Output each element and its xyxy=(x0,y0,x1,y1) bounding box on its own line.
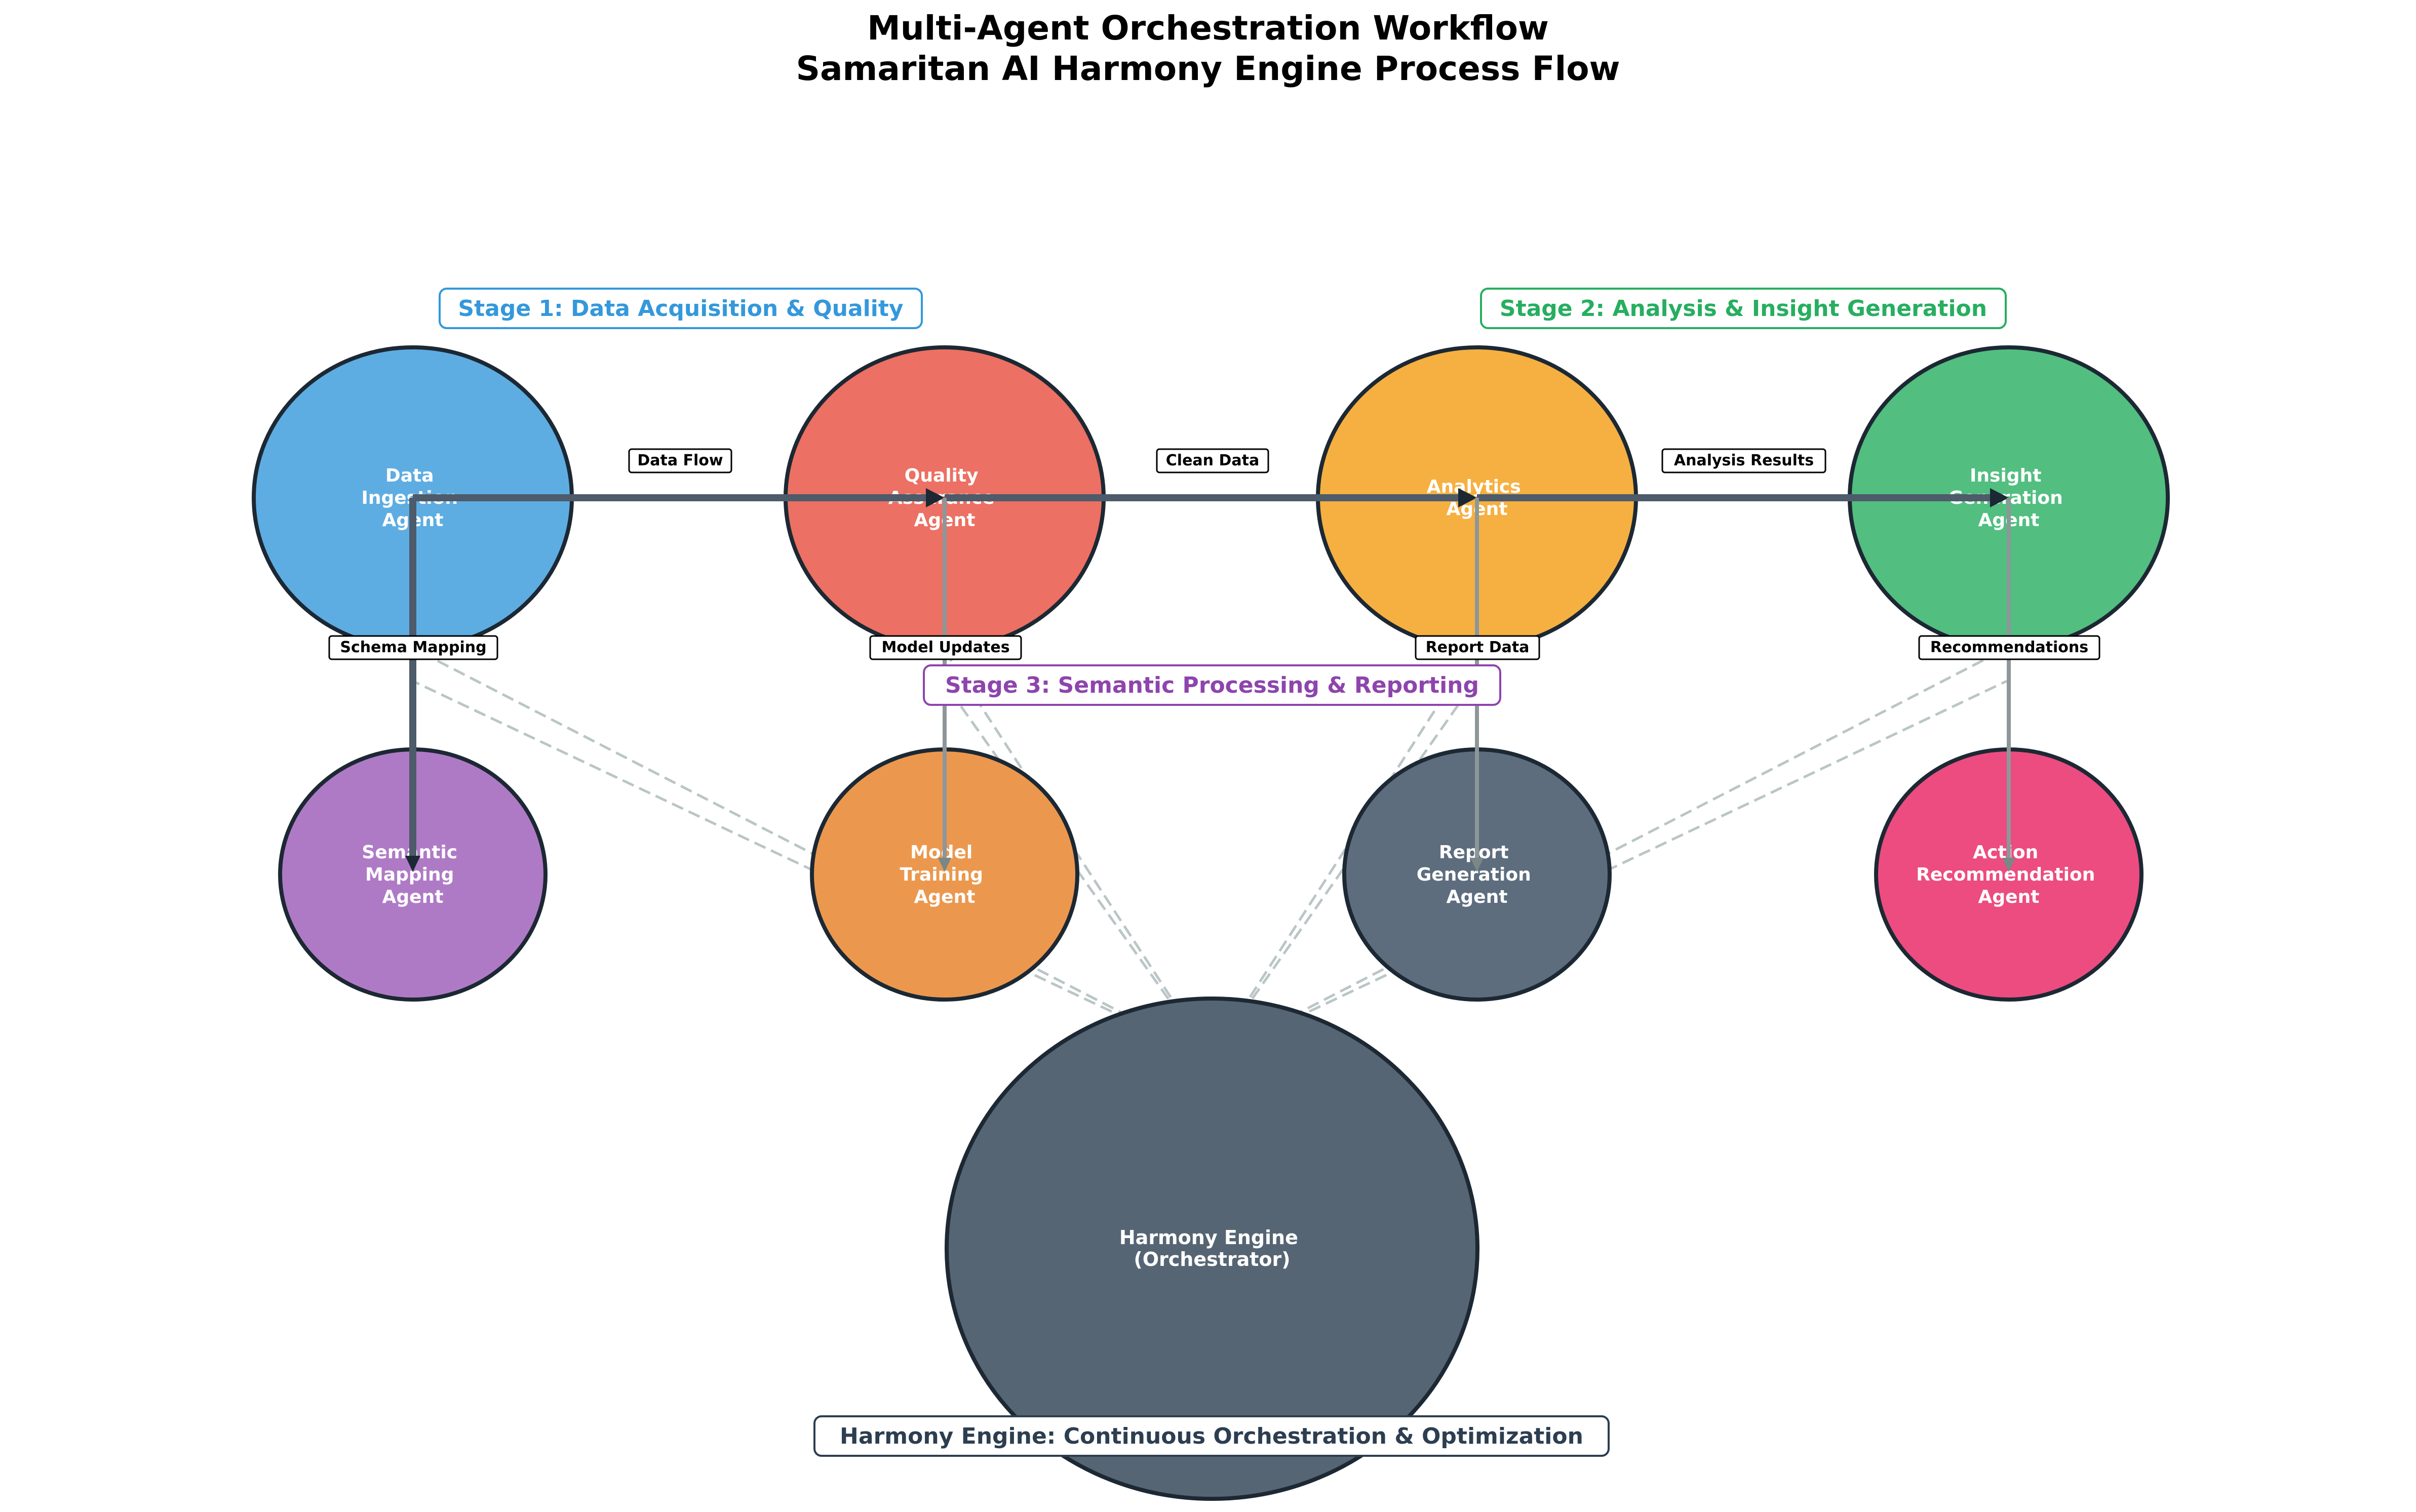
agent-label-line: Insight xyxy=(1970,465,2041,486)
agent-model-training: Model Training Agent xyxy=(810,747,1079,1002)
flow-label-data-flow: Data Flow xyxy=(628,448,732,473)
footer-badge: Harmony Engine: Continuous Orchestration… xyxy=(813,1415,1610,1457)
arrowhead xyxy=(2002,858,2015,872)
arrowhead xyxy=(926,488,945,507)
orchestrator-harmony-engine: Harmony Engine (Orchestrator) xyxy=(945,997,1479,1501)
flow-label-text: Schema Mapping xyxy=(340,639,486,656)
flow-label-report-data: Report Data xyxy=(1415,635,1540,660)
agent-label-line: Data xyxy=(385,465,434,486)
orchestrator-label: Harmony Engine (Orchestrator) xyxy=(1119,1226,1305,1270)
agent-label-line: Mapping xyxy=(365,864,454,885)
arrowhead xyxy=(1470,858,1484,872)
orchestrator-label-line: (Orchestrator) xyxy=(1134,1248,1290,1270)
stage-3-label: Stage 3: Semantic Processing & Reporting xyxy=(945,672,1479,698)
footer-label: Harmony Engine: Continuous Orchestration… xyxy=(840,1423,1583,1449)
flow-label-text: Model Updates xyxy=(881,639,1009,656)
stage-2-label: Stage 2: Analysis & Insight Generation xyxy=(1500,296,1987,322)
agent-label: Report Generation Agent xyxy=(1417,842,1538,907)
agent-semantic-mapping: Semantic Mapping Agent xyxy=(278,747,548,1002)
orchestration-link xyxy=(412,647,1212,1060)
flow-label-recommendations: Recommendations xyxy=(1918,635,2100,660)
agent-label-line: Agent xyxy=(382,887,444,907)
flow-label-clean-data: Clean Data xyxy=(1156,448,1269,473)
flow-label-text: Data Flow xyxy=(637,452,723,469)
agent-label-line: Quality xyxy=(905,465,979,486)
agent-label-line: Agent xyxy=(1978,887,2040,907)
arrowhead xyxy=(1990,488,2009,507)
orchestration-link xyxy=(942,680,1212,1059)
agent-label-line: Agent xyxy=(914,887,976,907)
stage-1-label: Stage 1: Data Acquisition & Quality xyxy=(458,296,903,322)
flow-label-text: Report Data xyxy=(1426,639,1530,656)
agent-action-recommendation: Action Recommendation Agent xyxy=(1874,747,2144,1002)
arrowhead xyxy=(405,856,420,872)
diagram-title-line-2: Samaritan AI Harmony Engine Process Flow xyxy=(796,49,1620,88)
stage-3-badge: Stage 3: Semantic Processing & Reporting xyxy=(923,664,1501,706)
agent-label-line: Agent xyxy=(1447,887,1508,907)
stage-1-badge: Stage 1: Data Acquisition & Quality xyxy=(439,288,923,329)
orchestrator-label-line: Harmony Engine xyxy=(1119,1226,1298,1249)
flow-label-text: Analysis Results xyxy=(1674,452,1814,469)
flow-label-text: Recommendations xyxy=(1930,639,2088,656)
flow-label-analysis-results: Analysis Results xyxy=(1661,448,1826,473)
orchestration-link xyxy=(1209,647,1476,1059)
flow-label-schema-mapping: Schema Mapping xyxy=(328,635,498,660)
flow-label-model-updates: Model Updates xyxy=(869,635,1022,660)
agent-label-line: Recommendation xyxy=(1916,864,2095,885)
vertical-link-arrowheads xyxy=(405,856,2015,872)
arrowhead xyxy=(938,858,951,872)
diagram-title-line-1: Multi-Agent Orchestration Workflow xyxy=(867,9,1549,48)
agent-label: Action Recommendation Agent xyxy=(1916,842,2101,907)
arrowhead xyxy=(1458,488,1477,507)
agent-label-line: Analytics xyxy=(1427,476,1521,497)
flow-label-text: Clean Data xyxy=(1166,452,1259,469)
stage-2-badge: Stage 2: Analysis & Insight Generation xyxy=(1480,288,2007,329)
agent-label-line: Training xyxy=(900,864,983,885)
main-flow-arrowheads xyxy=(926,488,2009,507)
agent-label-line: Generation xyxy=(1417,864,1531,885)
